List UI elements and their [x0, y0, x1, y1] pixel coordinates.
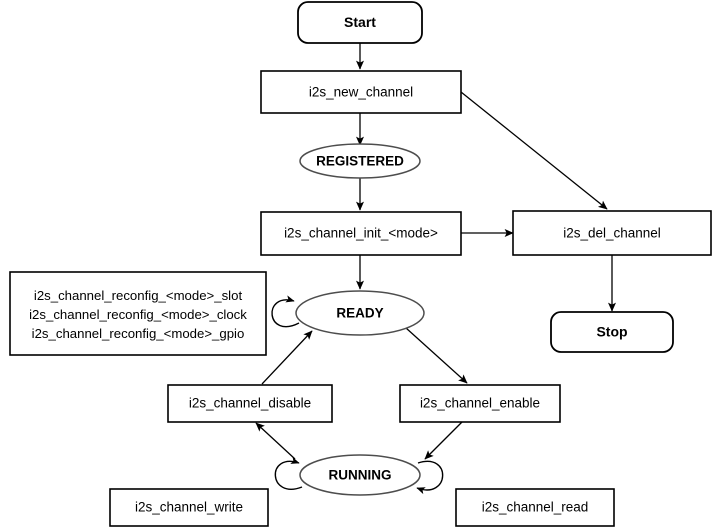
stop-shape [550, 311, 674, 353]
start-label: Start [344, 14, 376, 30]
channel-init-label: i2s_channel_init_<mode> [284, 226, 438, 241]
node-i2s-channel-read[interactable]: i2s_channel_read [455, 488, 615, 527]
node-i2s-channel-write[interactable]: i2s_channel_write [109, 488, 269, 527]
state-registered[interactable]: REGISTERED [299, 143, 421, 179]
ready-shape [295, 290, 425, 336]
channel-read-label: i2s_channel_read [482, 500, 589, 515]
edge-running-self-loop-read [416, 460, 444, 495]
edge-ready-to-channel-enable [405, 327, 468, 384]
node-reconfig-functions[interactable]: i2s_channel_reconfig_<mode>_slot i2s_cha… [9, 271, 267, 356]
edge-channel-enable-to-running [424, 421, 463, 460]
channel-write-label: i2s_channel_write [135, 500, 243, 515]
ready-label: READY [336, 306, 383, 321]
reconfig-shape [9, 271, 267, 356]
reconfig-line-gpio: i2s_channel_reconfig_<mode>_gpio [32, 326, 245, 341]
channel-init-shape [260, 211, 462, 256]
channel-enable-shape [399, 384, 561, 423]
running-shape [299, 454, 421, 496]
node-i2s-del-channel[interactable]: i2s_del_channel [512, 210, 712, 256]
new-channel-label: i2s_new_channel [309, 85, 413, 100]
reconfig-line-clock: i2s_channel_reconfig_<mode>_clock [29, 307, 247, 322]
node-i2s-channel-init[interactable]: i2s_channel_init_<mode> [260, 211, 462, 256]
reconfig-line-slot: i2s_channel_reconfig_<mode>_slot [34, 288, 243, 303]
registered-label: REGISTERED [316, 154, 404, 169]
edge-ready-self-loop-reconfig [271, 295, 300, 328]
edges-layer [255, 43, 617, 495]
new-channel-shape [260, 70, 462, 114]
start-shape [297, 1, 423, 44]
state-ready[interactable]: READY [295, 290, 425, 336]
node-i2s-channel-enable[interactable]: i2s_channel_enable [399, 384, 561, 423]
node-i2s-new-channel[interactable]: i2s_new_channel [260, 70, 462, 114]
edge-channel-disable-to-ready [261, 330, 313, 385]
node-stop[interactable]: Stop [550, 311, 674, 353]
edge-new-channel-to-del-channel [460, 91, 608, 210]
edge-running-to-channel-disable [255, 422, 296, 460]
del-channel-label: i2s_del_channel [563, 226, 661, 241]
state-running[interactable]: RUNNING [299, 454, 421, 496]
channel-enable-label: i2s_channel_enable [420, 396, 540, 411]
channel-write-shape [109, 488, 269, 527]
node-i2s-channel-disable[interactable]: i2s_channel_disable [167, 384, 333, 423]
channel-disable-label: i2s_channel_disable [189, 396, 311, 411]
running-label: RUNNING [329, 468, 392, 483]
registered-shape [299, 143, 421, 179]
channel-read-shape [455, 488, 615, 527]
stop-label: Stop [596, 324, 627, 340]
edge-running-self-loop-write [274, 457, 303, 490]
channel-disable-shape [167, 384, 333, 423]
del-channel-shape [512, 210, 712, 256]
node-start[interactable]: Start [297, 1, 423, 44]
